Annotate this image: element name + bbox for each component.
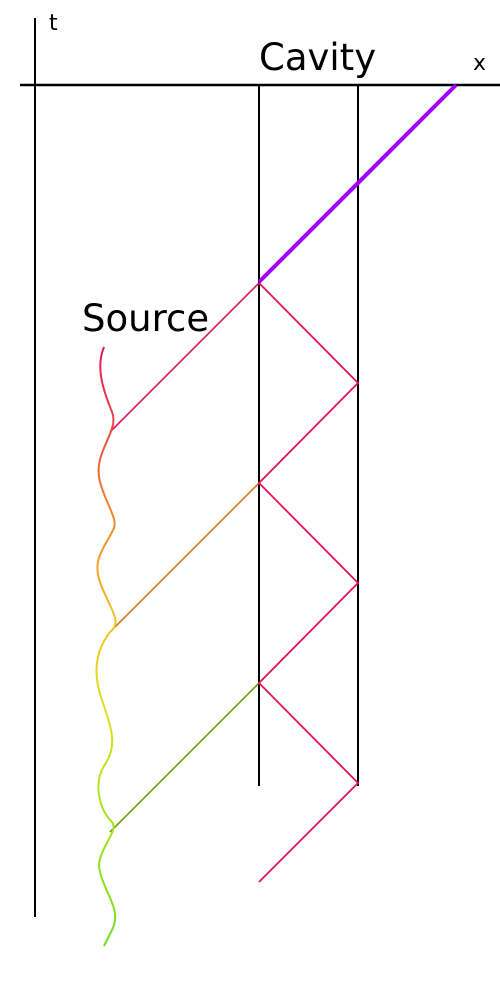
cavity-reflection-path [257,282,360,883]
emission-ray-2 [109,482,260,633]
time-axis-label: t [49,11,58,36]
emission-ray-1 [109,282,260,433]
output-beam-line [257,83,458,284]
cavity-label: Cavity [259,36,376,79]
source-label: Source [82,297,209,340]
emission-ray-3 [109,682,260,833]
space-axis-label: x [473,51,486,76]
source-worldline [95,346,117,947]
